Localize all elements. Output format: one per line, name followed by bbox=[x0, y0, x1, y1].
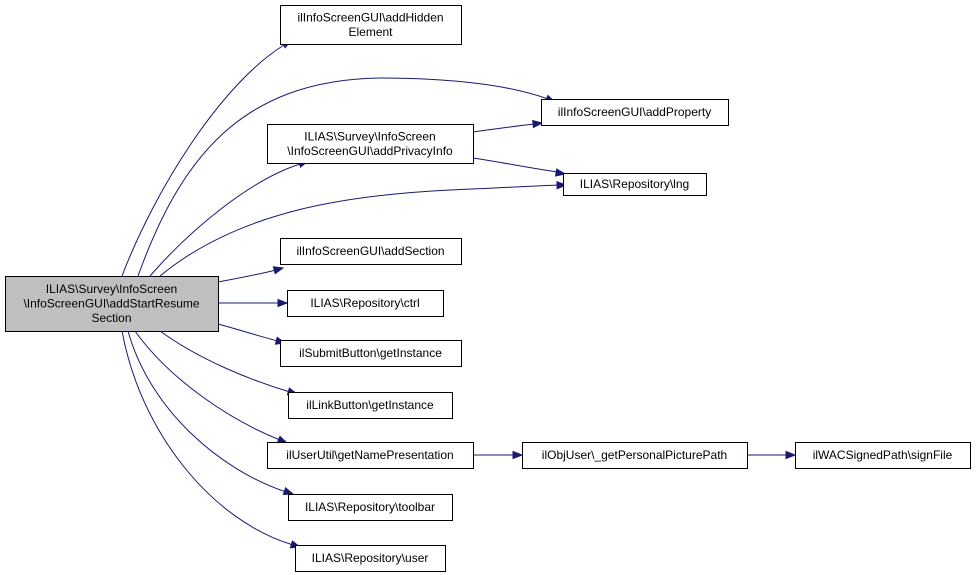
node-toolbar[interactable]: ILIAS\Repository\toolbar bbox=[288, 494, 453, 521]
node-box bbox=[280, 5, 462, 45]
node-label: ilLinkButton\getInstance bbox=[306, 398, 434, 412]
node-getPersonalPicturePath[interactable]: ilObjUser\_getPersonalPicturePath bbox=[522, 442, 748, 469]
node-label: ILIAS\Survey\InfoScreen bbox=[46, 282, 177, 296]
node-getNamePresentation[interactable]: ilUserUtil\getNamePresentation bbox=[267, 442, 474, 469]
node-ctrl[interactable]: ILIAS\Repository\ctrl bbox=[287, 290, 444, 317]
node-addSection[interactable]: ilInfoScreenGUI\addSection bbox=[280, 238, 462, 265]
edge-arrowhead bbox=[554, 168, 567, 177]
edge-root-to-toolbar bbox=[127, 330, 295, 496]
root-node[interactable]: ILIAS\Survey\InfoScreen\InfoScreenGUI\ad… bbox=[5, 276, 219, 332]
node-label: ILIAS\Repository\user bbox=[312, 551, 429, 565]
edge-root-to-addSection bbox=[217, 266, 285, 283]
edge-arrowhead bbox=[532, 119, 544, 129]
edge-arrowhead bbox=[277, 298, 289, 308]
edge-getPersonalPicturePath-to-signFile bbox=[747, 450, 797, 460]
node-box bbox=[267, 442, 474, 469]
node-label: ilInfoScreenGUI\addProperty bbox=[558, 105, 711, 119]
node-label: ILIAS\Survey\InfoScreen bbox=[304, 129, 435, 143]
node-box bbox=[288, 494, 453, 521]
edge-root-to-lng bbox=[159, 181, 568, 277]
node-box bbox=[280, 340, 462, 367]
nodes-layer: ILIAS\Survey\InfoScreen\InfoScreenGUI\ad… bbox=[5, 5, 971, 572]
edge-line bbox=[472, 157, 559, 173]
node-label: ilUserUtil\getNamePresentation bbox=[286, 448, 453, 462]
edge-arrowhead bbox=[272, 266, 285, 275]
node-box bbox=[563, 173, 707, 196]
edge-line bbox=[121, 330, 294, 546]
edge-arrowhead bbox=[556, 181, 568, 190]
node-label: ILIAS\Repository\toolbar bbox=[305, 500, 435, 514]
edge-line bbox=[134, 330, 281, 441]
node-label: \InfoScreenGUI\addStartResume bbox=[23, 297, 199, 311]
node-box bbox=[795, 442, 971, 469]
edge-root-to-addHiddenElement bbox=[121, 39, 293, 277]
node-linkButton[interactable]: ilLinkButton\getInstance bbox=[288, 392, 453, 419]
edge-line bbox=[217, 269, 277, 283]
edge-getNamePresentation-to-getPersonalPicturePath bbox=[473, 450, 524, 460]
edge-addPrivacyInfo-to-lng bbox=[472, 157, 567, 177]
node-signFile[interactable]: ilWACSignedPath\signFile bbox=[795, 442, 971, 469]
node-label: ilSubmitButton\getInstance bbox=[299, 346, 442, 360]
edge-line bbox=[121, 44, 285, 277]
node-box bbox=[267, 124, 474, 164]
edge-line bbox=[472, 123, 536, 133]
node-label: Element bbox=[348, 25, 393, 39]
edge-line bbox=[127, 330, 287, 493]
node-addPrivacyInfo[interactable]: ILIAS\Survey\InfoScreen\InfoScreenGUI\ad… bbox=[267, 124, 474, 164]
node-box bbox=[287, 290, 444, 317]
node-addProperty[interactable]: ilInfoScreenGUI\addProperty bbox=[541, 99, 729, 126]
node-label: Section bbox=[91, 311, 131, 325]
edge-addPrivacyInfo-to-addProperty bbox=[472, 119, 544, 133]
node-submitButton[interactable]: ilSubmitButton\getInstance bbox=[280, 340, 462, 367]
node-box bbox=[522, 442, 748, 469]
edge-root-to-getNamePresentation bbox=[134, 330, 289, 444]
edge-root-to-ctrl bbox=[218, 298, 289, 308]
node-box bbox=[288, 392, 453, 419]
edge-line bbox=[137, 77, 549, 277]
node-lng[interactable]: ILIAS\Repository\lng bbox=[563, 173, 707, 196]
node-label: \InfoScreenGUI\addPrivacyInfo bbox=[287, 144, 453, 158]
node-box bbox=[295, 545, 446, 572]
node-label: ilInfoScreenGUI\addSection bbox=[296, 244, 444, 258]
edge-arrowhead bbox=[785, 450, 797, 460]
node-label: ilObjUser\_getPersonalPicturePath bbox=[542, 448, 727, 462]
edge-line bbox=[217, 323, 279, 342]
edge-arrowhead bbox=[512, 450, 524, 460]
node-label: ILIAS\Repository\ctrl bbox=[310, 296, 419, 310]
edge-arrowhead bbox=[282, 487, 295, 496]
node-user[interactable]: ILIAS\Repository\user bbox=[295, 545, 446, 572]
node-label: ilInfoScreenGUI\addHidden bbox=[297, 10, 443, 24]
node-box bbox=[5, 276, 219, 332]
node-box bbox=[541, 99, 729, 126]
edge-line bbox=[149, 163, 301, 277]
edge-line bbox=[159, 330, 291, 393]
edge-root-to-user bbox=[121, 330, 302, 549]
node-box bbox=[280, 238, 462, 265]
edge-root-to-submitButton bbox=[217, 323, 287, 345]
edge-line bbox=[159, 184, 561, 277]
node-label: ilWACSignedPath\signFile bbox=[813, 448, 953, 462]
node-label: ILIAS\Repository\lng bbox=[580, 177, 689, 191]
